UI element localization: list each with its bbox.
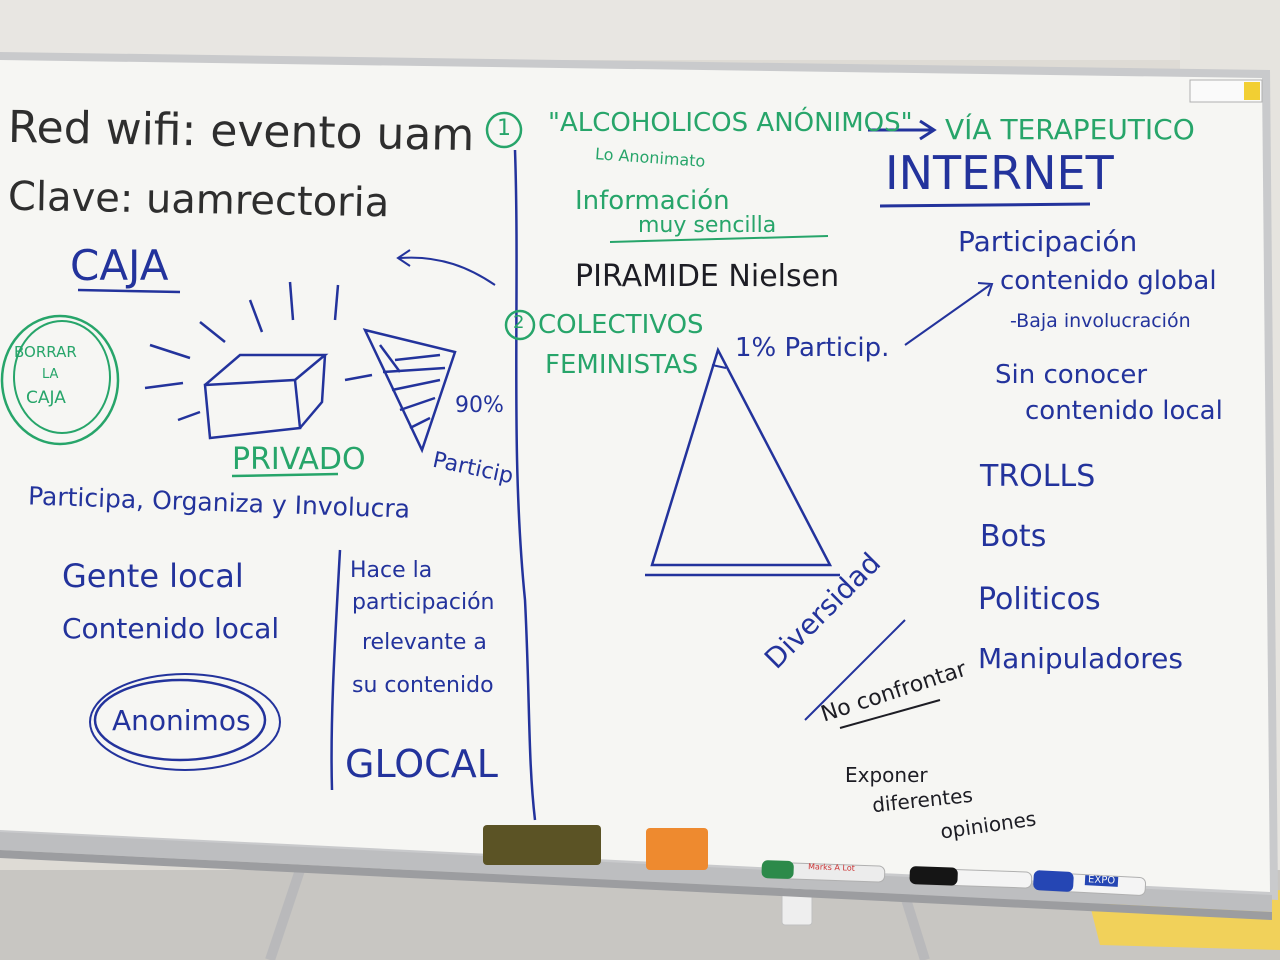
percent-90-label: 90% bbox=[455, 393, 504, 418]
feministas-label: FEMINISTAS bbox=[545, 350, 699, 380]
marker-2 bbox=[909, 866, 1033, 889]
wifi-line: Red wifi: evento uam bbox=[7, 101, 475, 162]
privado-underline bbox=[231, 472, 339, 478]
hace-note-line-3: relevante a bbox=[362, 630, 487, 655]
marker-tray bbox=[0, 832, 1272, 912]
list-manipuladores: Manipuladores bbox=[978, 642, 1183, 675]
anonimos-ellipse bbox=[93, 678, 267, 762]
alcoholicos-anonimos: "ALCOHOLICOS ANÓNIMOS" bbox=[548, 108, 913, 138]
eraser-orange bbox=[646, 828, 708, 870]
box-rays bbox=[144, 281, 373, 422]
caja-underline bbox=[77, 288, 181, 294]
pyramid-apex-hatch bbox=[711, 364, 727, 369]
borrar-label: BORRAR bbox=[14, 343, 77, 361]
hace-note-line-2: participación bbox=[352, 590, 495, 615]
sin-conocer-label: Sin conocer bbox=[995, 360, 1148, 390]
borrar-caja-label: CAJA bbox=[26, 388, 66, 408]
sticker-yellow bbox=[1244, 82, 1260, 100]
one-percent-participa: 1% Particip. bbox=[735, 333, 890, 363]
arrow-to-triangle bbox=[399, 256, 496, 286]
contenido-local-label: contenido local bbox=[1025, 396, 1223, 426]
list-divider bbox=[330, 549, 342, 791]
marker-3-label: EXPO bbox=[1084, 874, 1119, 887]
number-1: 1 bbox=[497, 116, 511, 141]
arrow-to-via-head bbox=[919, 119, 937, 141]
hace-note-line-4: su contenido bbox=[352, 673, 494, 698]
column-divider bbox=[513, 149, 537, 821]
board-surface bbox=[0, 60, 1270, 892]
via-terapeutica-label: VÍA TERAPEUTICO bbox=[945, 113, 1195, 146]
list-gente-local: Gente local bbox=[62, 557, 244, 595]
list-bots: Bots bbox=[980, 519, 1047, 554]
muy-sencilla-underline bbox=[609, 235, 829, 243]
piramide-nielsen: PIRAMIDE Nielsen bbox=[575, 259, 840, 294]
contenido-global-label: contenido global bbox=[1000, 266, 1217, 296]
number-1-circle bbox=[485, 111, 523, 149]
diversidad-underline bbox=[804, 619, 906, 721]
arrow-to-triangle-head bbox=[396, 249, 411, 267]
list-contenido-local: Contenido local bbox=[62, 612, 280, 645]
inverted-triangle bbox=[362, 328, 457, 454]
exponer-label: Exponer bbox=[845, 763, 928, 787]
list-trolls: TROLLS bbox=[980, 459, 1096, 494]
no-confrontar-underline bbox=[839, 699, 941, 729]
anonimos-ellipse-outer bbox=[89, 673, 281, 771]
tray-lip bbox=[0, 850, 1272, 920]
privado-label: PRIVADO bbox=[232, 442, 366, 477]
arrow-to-particip-head bbox=[977, 282, 994, 297]
list-politicos: Politicos bbox=[978, 582, 1101, 617]
password-line: Clave: uamrectoria bbox=[7, 173, 390, 227]
marker-1-label: Marks A Lot bbox=[807, 862, 855, 873]
stand-leg-left bbox=[265, 868, 305, 960]
eraser-green bbox=[483, 825, 601, 865]
borrar-la-label: LA bbox=[42, 367, 59, 382]
box-drawing bbox=[203, 353, 329, 440]
number-2: 2 bbox=[513, 312, 525, 333]
caja-label: CAJA bbox=[70, 241, 169, 290]
wall-top bbox=[0, 0, 1280, 60]
hace-note-line-1: Hace la bbox=[350, 558, 433, 583]
colectivos-label: COLECTIVOS bbox=[538, 310, 704, 340]
number-2-circle bbox=[504, 309, 536, 341]
muy-sencilla-label: muy sencilla bbox=[638, 213, 777, 238]
marker-1 bbox=[761, 860, 886, 883]
list-anonimos: Anonimos bbox=[112, 704, 251, 737]
participacion-label: Participación bbox=[958, 225, 1138, 258]
internet-underline bbox=[879, 202, 1091, 208]
internet-label: INTERNET bbox=[885, 146, 1114, 200]
glocal-label: GLOCAL bbox=[345, 742, 498, 786]
borrar-caja-circle-inner bbox=[13, 320, 111, 434]
borrar-caja-circle bbox=[0, 314, 120, 446]
arrow-to-particip bbox=[904, 284, 991, 346]
nielsen-pyramid bbox=[650, 346, 833, 567]
informacion-label: Información bbox=[575, 186, 730, 216]
baja-involucracion-label: -Baja involucración bbox=[1010, 310, 1191, 332]
